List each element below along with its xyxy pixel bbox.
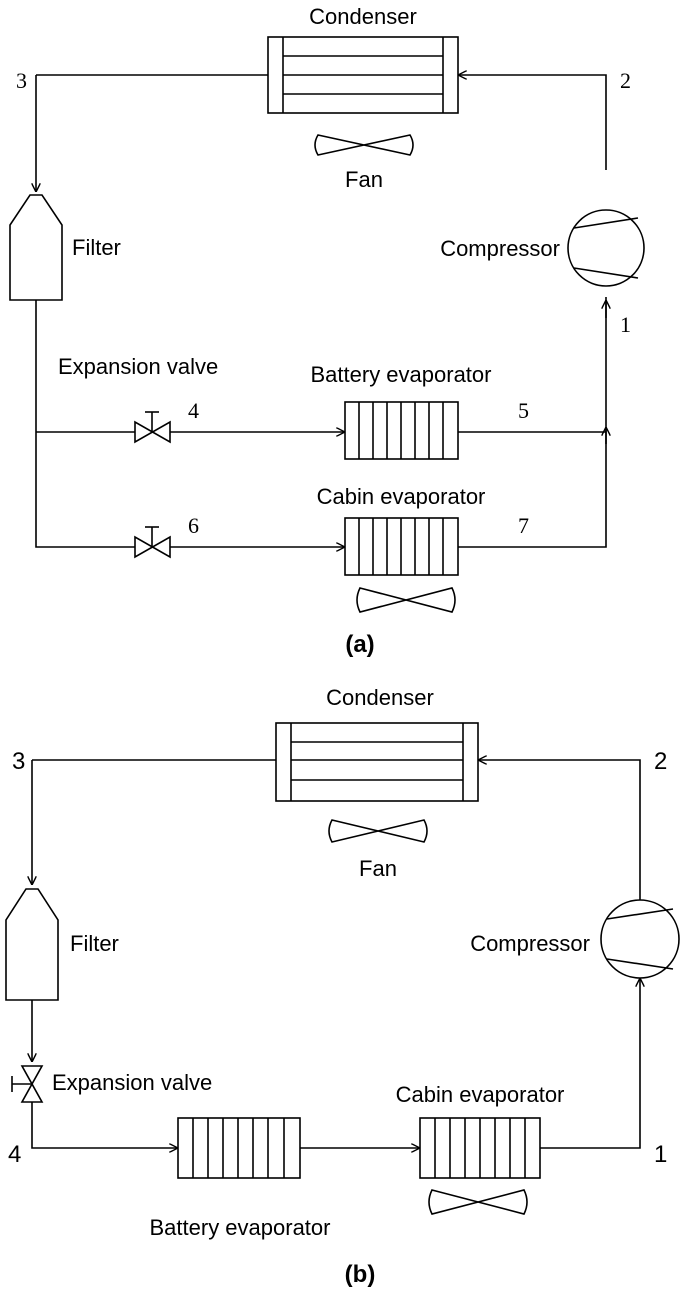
caption-a: (a) bbox=[345, 631, 374, 658]
cabin-evaporator-a bbox=[344, 517, 459, 576]
point-2-b: 2 bbox=[654, 748, 667, 775]
diagram-b: Condenser Fan Filter Compressor Expansio… bbox=[5, 685, 680, 1288]
filter-b bbox=[5, 888, 59, 1001]
condenser-a bbox=[267, 36, 459, 114]
point-2-a: 2 bbox=[620, 68, 631, 93]
condenser-fan-b bbox=[328, 819, 428, 843]
point-5-a: 5 bbox=[518, 398, 529, 423]
battery-evaporator-b bbox=[177, 1117, 301, 1179]
fan-label-a: Fan bbox=[345, 167, 383, 192]
point-4-a: 4 bbox=[188, 398, 199, 423]
cabin-fan-b bbox=[428, 1189, 528, 1215]
filter-label-b: Filter bbox=[70, 931, 119, 956]
point-4-b: 4 bbox=[8, 1141, 21, 1168]
point-7-a: 7 bbox=[518, 513, 529, 538]
battery-evaporator-label-a: Battery evaporator bbox=[311, 362, 492, 387]
compressor-b bbox=[600, 899, 680, 979]
expansion-valve-b bbox=[11, 1065, 44, 1103]
condenser-label-b: Condenser bbox=[326, 685, 434, 710]
caption-b: (b) bbox=[345, 1261, 376, 1288]
fan-label-b: Fan bbox=[359, 856, 397, 881]
expansion-valve-label-b: Expansion valve bbox=[52, 1070, 212, 1095]
point-3-b: 3 bbox=[12, 748, 25, 775]
condenser-label-a: Condenser bbox=[309, 4, 417, 29]
pipes-a bbox=[36, 75, 606, 547]
cabin-evaporator-label-b: Cabin evaporator bbox=[396, 1082, 565, 1107]
compressor-label-a: Compressor bbox=[440, 236, 560, 261]
point-6-a: 6 bbox=[188, 513, 199, 538]
cabin-fan-a bbox=[356, 587, 456, 613]
point-1-a: 1 bbox=[620, 312, 631, 337]
point-1-b: 1 bbox=[654, 1141, 667, 1168]
cabin-evaporator-b bbox=[419, 1117, 541, 1179]
expansion-valve-label-a: Expansion valve bbox=[58, 354, 218, 379]
point-3-a: 3 bbox=[16, 68, 27, 93]
filter-a bbox=[9, 194, 63, 301]
expansion-valve-lower-a bbox=[134, 526, 171, 559]
compressor-a bbox=[567, 209, 645, 287]
pipes-b bbox=[32, 760, 640, 1148]
filter-label-a: Filter bbox=[72, 235, 121, 260]
battery-evaporator-a bbox=[344, 401, 459, 460]
battery-evaporator-label-b: Battery evaporator bbox=[150, 1215, 331, 1240]
condenser-fan-a bbox=[314, 134, 414, 156]
compressor-label-b: Compressor bbox=[470, 931, 590, 956]
condenser-b bbox=[275, 722, 479, 802]
cabin-evaporator-label-a: Cabin evaporator bbox=[317, 484, 486, 509]
expansion-valve-upper-a bbox=[134, 411, 171, 444]
diagram-a: Condenser Fan Filter Compressor Expansio… bbox=[9, 4, 645, 658]
